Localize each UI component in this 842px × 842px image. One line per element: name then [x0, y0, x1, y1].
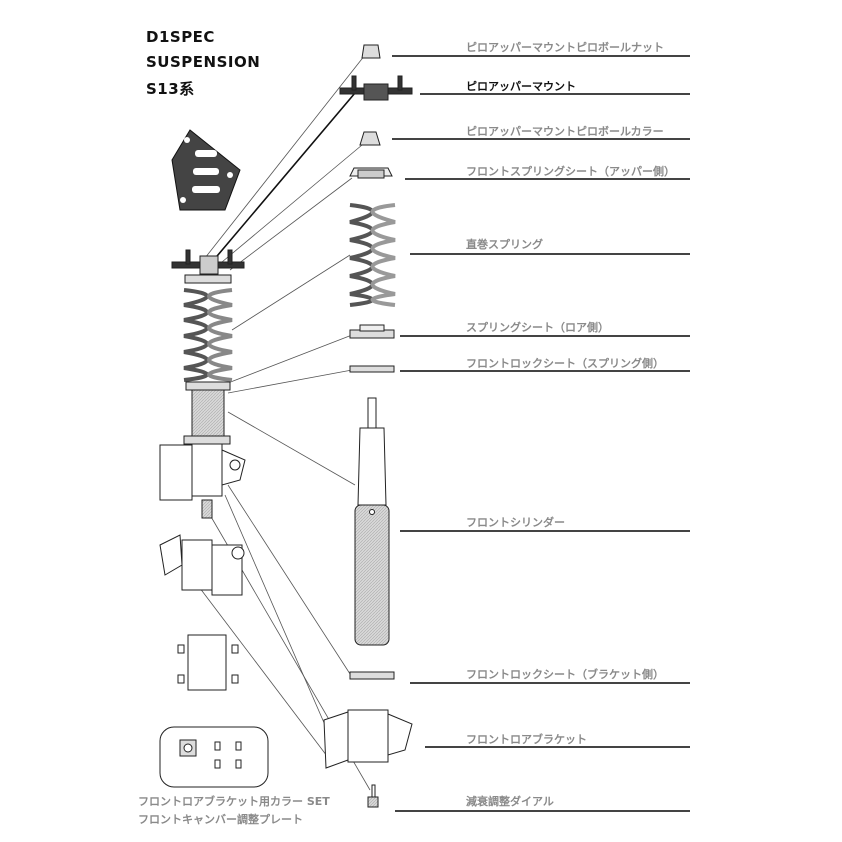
label-underline — [392, 55, 690, 57]
collar-set-box — [159, 726, 269, 788]
lower-bracket-small-drawing — [159, 534, 245, 691]
part-label-pillow-ball-collar: ピロアッパーマウントピロボールカラー — [466, 125, 664, 138]
title-line-3: S13系 — [146, 80, 195, 98]
title-line-1: D1SPEC — [146, 28, 215, 46]
part-label-damping-dial: 減衰調整ダイアル — [466, 795, 554, 808]
camber-plate-drawing — [171, 129, 241, 211]
title-line-2: SUSPENSION — [146, 53, 261, 71]
part-label-pillow-ball-nut: ピロアッパーマウントピロボールナット — [466, 41, 664, 54]
part-label-upper-spring-seat: フロントスプリングシート（アッパー側） — [466, 165, 675, 178]
part-label-cylinder: フロントシリンダー — [466, 516, 565, 529]
assembled-strut-drawing — [159, 249, 246, 519]
label-underline — [410, 253, 690, 255]
label-underline — [400, 530, 690, 532]
label-underline — [392, 138, 690, 140]
label-underline — [410, 682, 690, 684]
part-label-lock-seat-spring: フロントロックシート（スプリング側） — [466, 357, 664, 370]
part-label-spring: 直巻スプリング — [466, 238, 543, 251]
label-underline — [425, 746, 690, 748]
part-label-lock-seat-bracket: フロントロックシート（ブラケット側） — [466, 668, 664, 681]
accessory-label-collar-set: フロントロアブラケット用カラー SET — [138, 795, 330, 808]
accessory-label-camber-plate: フロントキャンバー調整プレート — [138, 813, 303, 826]
label-underline — [395, 810, 690, 812]
part-label-upper-mount: ピロアッパーマウント — [466, 80, 576, 93]
part-label-lower-spring-seat: スプリングシート（ロア側） — [466, 321, 609, 334]
label-underline — [420, 93, 690, 95]
exploded-parts-drawing — [323, 44, 413, 808]
part-label-lower-bracket: フロントロアブラケット — [466, 733, 587, 746]
label-underline — [405, 178, 690, 180]
label-underline — [400, 335, 690, 337]
label-underline — [400, 370, 690, 372]
